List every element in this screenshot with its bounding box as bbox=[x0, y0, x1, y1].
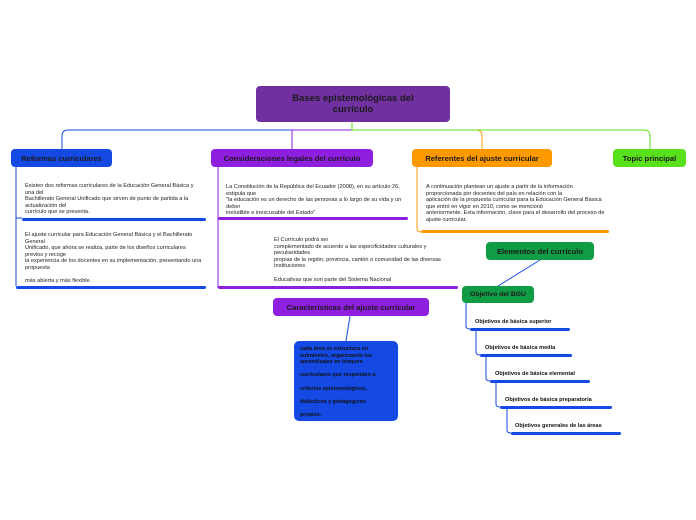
objetivo-basica-elemental[interactable]: Objetivos de básica elemental bbox=[495, 371, 575, 377]
root-topic[interactable]: Bases epistemológicas del currículo bbox=[256, 86, 450, 122]
topic-objetivo-bgu[interactable]: Objetivo del BGU bbox=[462, 286, 534, 303]
subtopic-underline bbox=[470, 328, 570, 331]
topic-consideraciones-legales[interactable]: Consideraciones legales del currículo bbox=[211, 149, 373, 167]
objetivo-basica-media[interactable]: Objetivos de básica media bbox=[485, 345, 556, 351]
subtopic-underline bbox=[500, 406, 612, 409]
topic-label: Referentes del ajuste curricular bbox=[425, 153, 539, 163]
subtopic-underline bbox=[490, 380, 590, 383]
subtopic-reformas-1[interactable]: Existen dos reformas curriculares de la … bbox=[25, 183, 194, 216]
topic-label: Elementos del currículo bbox=[496, 246, 584, 256]
topic-label: Reformas curriculares bbox=[21, 153, 102, 163]
subtopic-underline bbox=[421, 230, 609, 233]
subtopic-underline bbox=[22, 218, 206, 221]
topic-label: Objetivo del BGU bbox=[470, 291, 526, 298]
subtopic-referentes[interactable]: A continuación plantean un ajuste a part… bbox=[426, 184, 605, 223]
caracteristicas-box[interactable]: cada área se estructura en subniveles, o… bbox=[294, 341, 398, 421]
subtopic-underline bbox=[218, 217, 408, 220]
subtopic-legales[interactable]: La Constitución de la República del Ecua… bbox=[226, 184, 402, 217]
objetivo-basica-superior[interactable]: Objetivos de básica superior bbox=[475, 319, 552, 325]
subtopic-curriculo[interactable]: El Currículo podrá ser complementado de … bbox=[274, 237, 441, 283]
topic-caracteristicas-ajuste[interactable]: Características del ajuste curricular bbox=[273, 298, 429, 316]
subtopic-underline bbox=[480, 354, 572, 357]
subtopic-underline bbox=[16, 286, 206, 289]
objetivo-basica-preparatoria[interactable]: Objetivos de básica preparatoria bbox=[505, 397, 592, 403]
topic-label: Consideraciones legales del currículo bbox=[223, 153, 361, 163]
subtopic-underline bbox=[218, 286, 458, 289]
topic-label: Características del ajuste curricular bbox=[286, 302, 416, 312]
topic-principal[interactable]: Topic principal bbox=[613, 149, 686, 167]
topic-label: Topic principal bbox=[622, 153, 677, 163]
objetivo-generales-areas[interactable]: Objetivos generales de las áreas bbox=[515, 423, 602, 429]
subtopic-underline bbox=[511, 432, 621, 435]
root-title: Bases epistemológicas del currículo bbox=[292, 93, 414, 115]
topic-elementos-curriculo[interactable]: Elementos del currículo bbox=[486, 242, 594, 260]
subtopic-reformas-2[interactable]: El ajuste curricular para Educación Gene… bbox=[25, 232, 202, 285]
topic-reformas-curriculares[interactable]: Reformas curriculares bbox=[11, 149, 112, 167]
topic-referentes-ajuste[interactable]: Referentes del ajuste curricular bbox=[412, 149, 552, 167]
